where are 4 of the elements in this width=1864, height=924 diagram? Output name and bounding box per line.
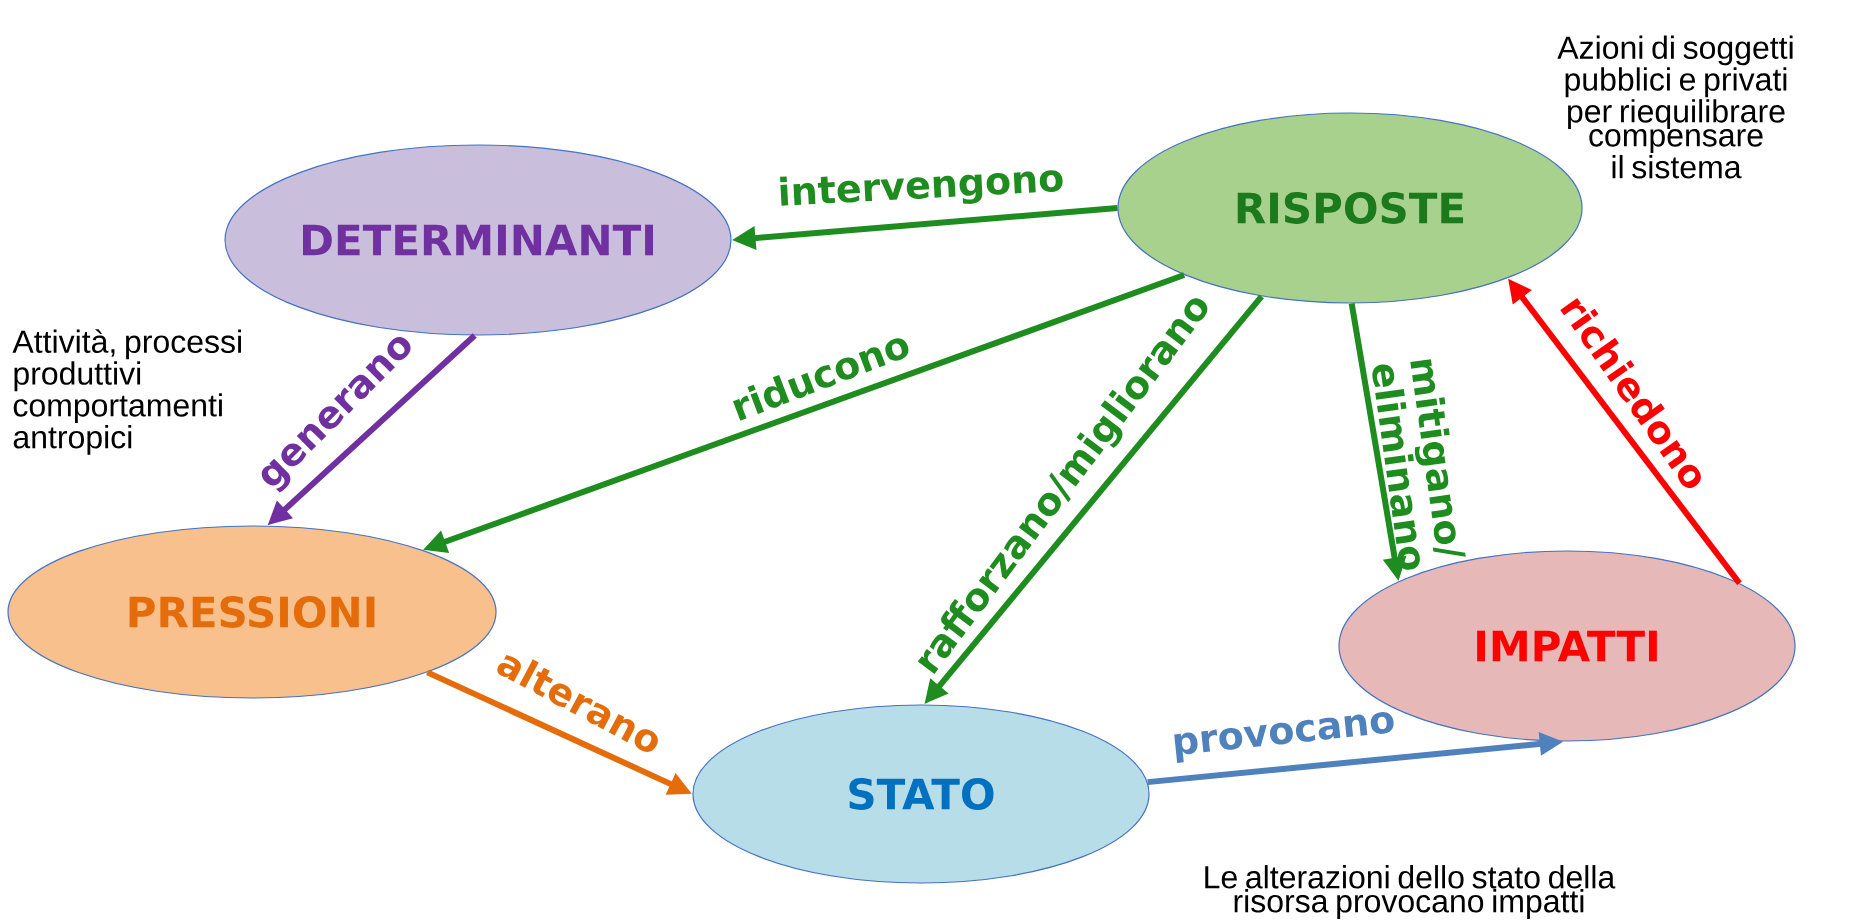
edge-label: intervengono: [780, 170, 1063, 206]
ellipse-node: STATO: [692, 704, 1150, 884]
description-text: Le alterazioni dello stato della risorsa provocano impatti: [1205, 865, 1616, 919]
ellipse-node: PRESSIONI: [7, 525, 497, 699]
